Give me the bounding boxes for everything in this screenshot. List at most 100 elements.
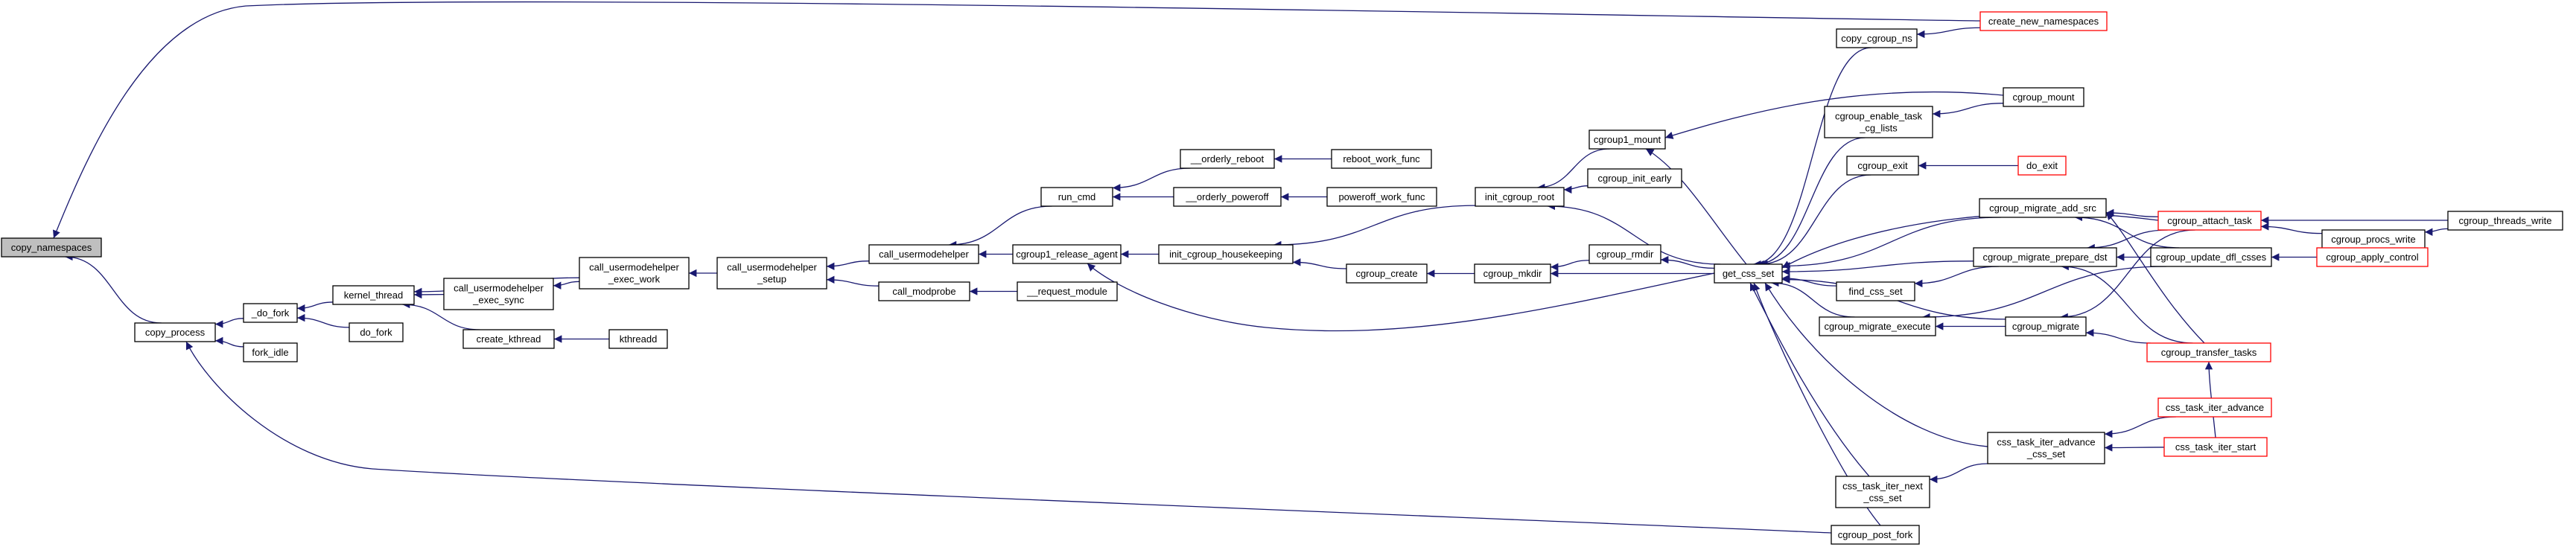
node-box xyxy=(2157,211,2262,231)
node-label: cgroup_attach_task xyxy=(2167,215,2252,226)
node-label: cgroup_migrate_prepare_dst xyxy=(1983,252,2108,263)
edge-cgroup_migrate_add_src-to-get_css_set xyxy=(1781,217,2001,270)
node-call_usermodehelper_setup[interactable]: call_usermodehelper_setup xyxy=(716,257,827,290)
node-cgroup_threads_write[interactable]: cgroup_threads_write xyxy=(2447,211,2563,231)
node-find_css_set[interactable]: find_css_set xyxy=(1836,281,1915,301)
edge-cgroup_rmdir-to-cgroup_mkdir xyxy=(1550,260,1590,271)
edge-get_css_set-to-init_cgroup_root xyxy=(1547,202,1721,265)
node-label: cgroup_create xyxy=(1355,268,1417,279)
node-reboot_work_func[interactable]: reboot_work_func xyxy=(1331,149,1432,169)
node-cgroup_exit[interactable]: cgroup_exit xyxy=(1846,156,1919,176)
node-box xyxy=(462,329,555,349)
node-box xyxy=(2150,247,2272,267)
node-label: reboot_work_func xyxy=(1343,153,1420,164)
node-create_new_namespaces[interactable]: create_new_namespaces xyxy=(1979,11,2108,31)
node-init_cgroup_root[interactable]: init_cgroup_root xyxy=(1475,187,1565,207)
edge-get_css_set-to-cgroup_rmdir xyxy=(1660,255,1715,269)
node-do_fork[interactable]: do_fork xyxy=(349,322,404,342)
node-call_usermodehelper_exec_sync[interactable]: call_usermodehelper_exec_sync xyxy=(443,278,554,310)
node-cgroup_create[interactable]: cgroup_create xyxy=(1346,263,1428,284)
node-call_usermodehelper[interactable]: call_usermodehelper xyxy=(868,244,979,264)
node-box xyxy=(1588,244,1661,264)
node-label: cgroup_post_fork xyxy=(1838,529,1913,540)
node-box xyxy=(1475,187,1565,207)
node-cgroup_mkdir[interactable]: cgroup_mkdir xyxy=(1474,263,1551,284)
node-__orderly_reboot[interactable]: __orderly_reboot xyxy=(1180,149,1275,169)
node-label: _setup xyxy=(757,274,786,285)
node-label: init_cgroup_root xyxy=(1485,191,1555,202)
edge-css_task_iter_next_css_set-to-get_css_set xyxy=(1749,282,1870,477)
edge-cgroup1_mount-to-init_cgroup_root xyxy=(1536,148,1610,192)
node-cgroup_post_fork[interactable]: cgroup_post_fork xyxy=(1831,525,1920,545)
node-box xyxy=(2005,316,2087,336)
node-box xyxy=(1346,263,1428,284)
node-kernel_thread[interactable]: kernel_thread xyxy=(332,285,415,305)
node-cgroup_migrate_prepare_dst[interactable]: cgroup_migrate_prepare_dst xyxy=(1973,247,2117,267)
node-label: do_exit xyxy=(2026,160,2058,171)
node-create_kthread[interactable]: create_kthread xyxy=(462,329,555,349)
node-copy_process[interactable]: copy_process xyxy=(134,322,216,342)
node-label: get_css_set xyxy=(1723,268,1775,279)
node-cgroup_migrate_execute[interactable]: cgroup_migrate_execute xyxy=(1819,316,1936,336)
node-label: cgroup_mkdir xyxy=(1483,268,1542,279)
node-label: _exec_sync xyxy=(472,295,524,306)
edge-copy_cgroup_ns-to-get_css_set xyxy=(1753,47,1872,269)
node-label: _exec_work xyxy=(608,274,661,285)
node-cgroup_migrate_add_src[interactable]: cgroup_migrate_add_src xyxy=(1979,198,2107,218)
node-css_task_iter_start[interactable]: css_task_iter_start xyxy=(2163,437,2268,457)
edge-cgroup_transfer_tasks-to-cgroup_migrate xyxy=(2085,328,2151,344)
node-cgroup_enable_task_cg_lists[interactable]: cgroup_enable_task_cg_lists xyxy=(1824,106,1933,138)
node-call_usermodehelper_exec_work[interactable]: call_usermodehelper_exec_work xyxy=(579,257,690,290)
node-label: cgroup1_mount xyxy=(1594,134,1661,145)
node-cgroup_transfer_tasks[interactable]: cgroup_transfer_tasks xyxy=(2146,342,2271,362)
node-cgroup_attach_task[interactable]: cgroup_attach_task xyxy=(2157,211,2262,231)
node-run_cmd[interactable]: run_cmd xyxy=(1040,187,1113,207)
node-box xyxy=(1158,244,1294,264)
node-cgroup_procs_write[interactable]: cgroup_procs_write xyxy=(2321,229,2426,249)
node-_do_fork[interactable]: _do_fork xyxy=(243,303,298,323)
node-cgroup_mount[interactable]: cgroup_mount xyxy=(2003,87,2084,107)
node-label: __orderly_reboot xyxy=(1190,153,1265,164)
node-css_task_iter_advance_css_set[interactable]: css_task_iter_advance_css_set xyxy=(1987,432,2105,464)
node-fork_idle[interactable]: fork_idle xyxy=(243,342,298,362)
edge-cgroup_attach_task-to-cgroup_migrate_prepare_dst xyxy=(2087,229,2168,252)
node-cgroup1_mount[interactable]: cgroup1_mount xyxy=(1588,129,1666,150)
node-poweroff_work_func[interactable]: poweroff_work_func xyxy=(1326,187,1437,207)
edge-run_cmd-to-call_usermodehelper xyxy=(948,205,1052,249)
node-cgroup_rmdir[interactable]: cgroup_rmdir xyxy=(1588,244,1661,264)
node-cgroup1_release_agent[interactable]: cgroup1_release_agent xyxy=(1012,244,1122,264)
node-call_modprobe[interactable]: call_modprobe xyxy=(878,281,970,301)
node-box xyxy=(332,285,415,305)
node-init_cgroup_housekeeping[interactable]: init_cgroup_housekeeping xyxy=(1158,244,1294,264)
edge-cgroup_procs_write-to-cgroup_attach_task xyxy=(2260,223,2323,234)
node-copy_namespaces[interactable]: copy_namespaces xyxy=(1,237,102,258)
node-box xyxy=(1587,168,1682,188)
node-cgroup_init_early[interactable]: cgroup_init_early xyxy=(1587,168,1682,188)
node-box xyxy=(1824,106,1933,138)
node-__orderly_poweroff[interactable]: __orderly_poweroff xyxy=(1173,187,1282,207)
node-get_css_set[interactable]: get_css_set xyxy=(1714,263,1783,284)
node-css_task_iter_next_css_set[interactable]: css_task_iter_next_css_set xyxy=(1835,476,1930,508)
node-box xyxy=(1979,11,2108,31)
edge-css_task_iter_start-to-css_task_iter_advance_css_set xyxy=(2104,444,2165,452)
node-copy_cgroup_ns[interactable]: copy_cgroup_ns xyxy=(1836,28,1918,48)
node-label: cgroup1_release_agent xyxy=(1016,249,1118,260)
node-kthreadd[interactable]: kthreadd xyxy=(608,329,668,349)
node-css_task_iter_advance[interactable]: css_task_iter_advance xyxy=(2157,397,2272,418)
node-label: call_usermodehelper xyxy=(589,262,679,273)
node-box xyxy=(1846,156,1919,176)
node-cgroup_apply_control[interactable]: cgroup_apply_control xyxy=(2316,247,2429,267)
node-cgroup_update_dfl_csses[interactable]: cgroup_update_dfl_csses xyxy=(2150,247,2272,267)
node-do_exit[interactable]: do_exit xyxy=(2017,156,2067,176)
edge-cgroup_enable_task_cg_lists-to-get_css_set xyxy=(1756,137,1866,269)
edge-init_cgroup_root-to-init_cgroup_housekeeping xyxy=(1273,205,1476,249)
edge-cgroup_init_early-to-init_cgroup_root xyxy=(1563,185,1588,194)
node-label: run_cmd xyxy=(1058,191,1096,202)
node-box xyxy=(443,278,554,310)
node-box xyxy=(1819,316,1936,336)
node-__request_module[interactable]: __request_module xyxy=(1017,281,1118,301)
node-cgroup_migrate[interactable]: cgroup_migrate xyxy=(2005,316,2087,336)
node-label: cgroup_migrate_execute xyxy=(1824,321,1930,332)
node-label: poweroff_work_func xyxy=(1338,191,1425,202)
